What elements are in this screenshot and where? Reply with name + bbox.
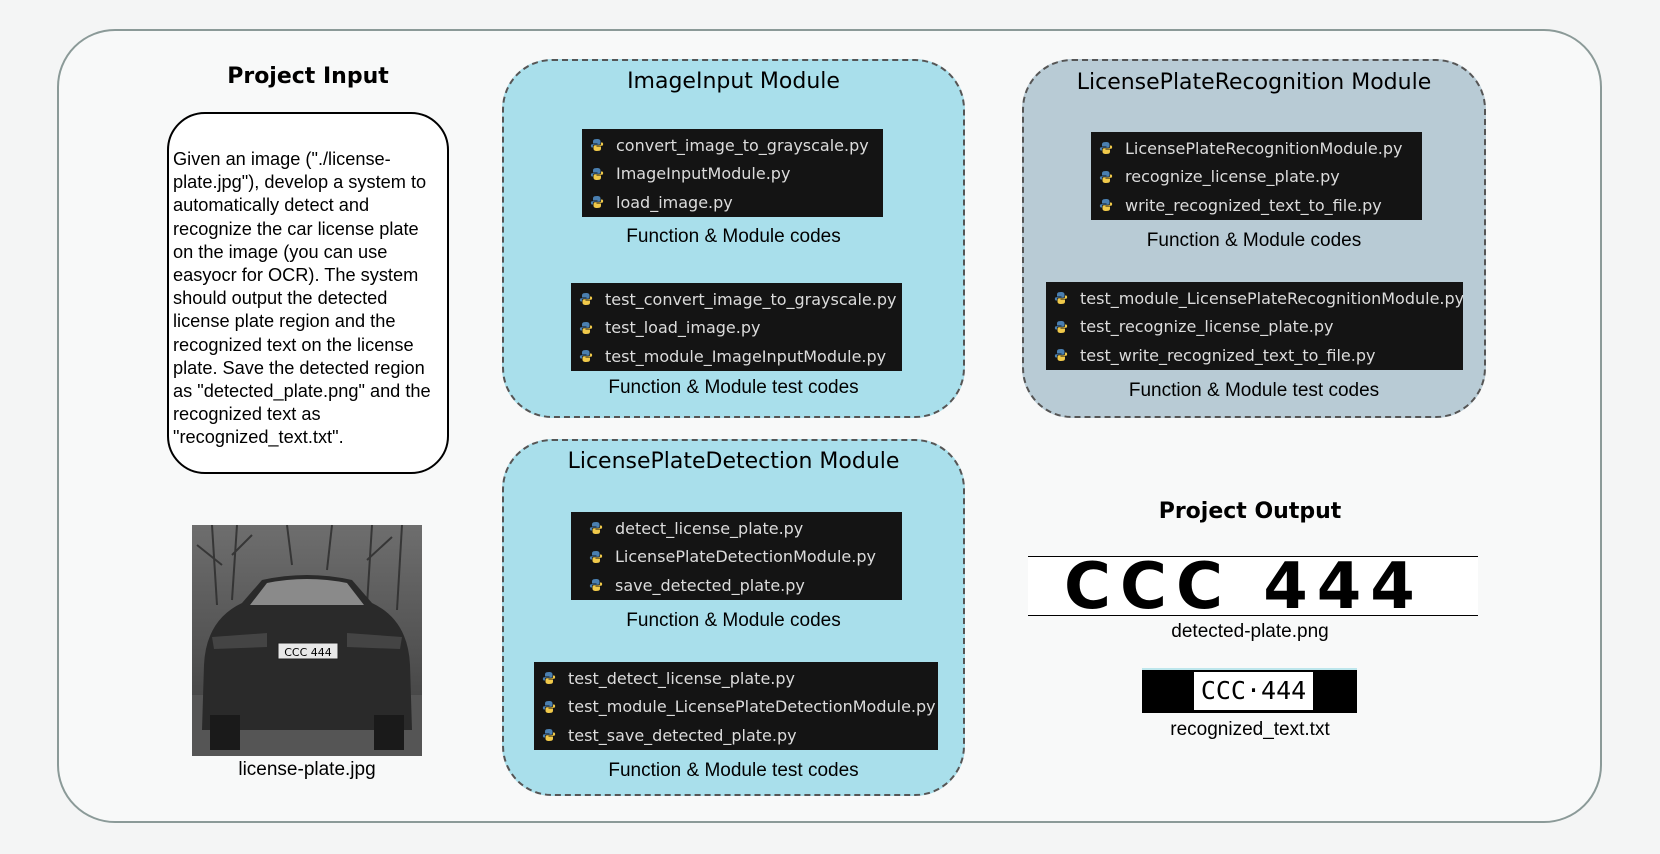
test-caption: Function & Module test codes <box>1128 380 1380 401</box>
file-item[interactable]: test_write_recognized_text_to_file.py <box>1054 341 1455 370</box>
recognition-module-title: LicensePlateRecognition Module <box>1076 70 1432 95</box>
recognized-text-image: CCC·444 <box>1142 668 1357 713</box>
file-name: save_detected_plate.py <box>615 575 805 595</box>
python-file-icon <box>589 522 603 535</box>
detected-plate-image: CCC 444 <box>1028 550 1478 624</box>
file-item[interactable]: test_save_detected_plate.py <box>542 721 930 750</box>
function-caption: Function & Module codes <box>626 226 841 247</box>
file-item[interactable]: test_load_image.py <box>579 314 894 343</box>
python-file-icon <box>579 350 593 363</box>
file-item[interactable]: test_convert_image_to_grayscale.py <box>579 285 897 314</box>
function-caption: Function & Module codes <box>626 610 841 631</box>
recognition-test-files: test_module_LicensePlateRecognitionModul… <box>1046 282 1464 370</box>
file-name: LicensePlateDetectionModule.py <box>615 547 876 567</box>
file-name: test_recognize_license_plate.py <box>1080 317 1334 337</box>
file-item[interactable]: load_image.py <box>590 188 875 217</box>
license-plate-detection-module: LicensePlateDetection Module detect_lice… <box>502 439 965 796</box>
project-input-heading: Project Input <box>227 64 389 89</box>
file-name: test_save_detected_plate.py <box>568 725 797 745</box>
python-file-icon <box>1099 170 1113 183</box>
file-name: test_convert_image_to_grayscale.py <box>605 289 897 309</box>
file-name: test_module_LicensePlateRecognitionModul… <box>1080 288 1465 308</box>
file-name: test_detect_license_plate.py <box>568 668 795 688</box>
file-item[interactable]: test_module_ImageInputModule.py <box>579 342 894 371</box>
project-output-heading: Project Output <box>1158 499 1342 524</box>
file-item[interactable]: convert_image_to_grayscale.py <box>590 131 875 160</box>
python-file-icon <box>579 293 593 306</box>
python-file-icon <box>589 550 603 563</box>
project-description-text: Given an image ("./license-plate.jpg"), … <box>173 149 431 448</box>
python-file-icon <box>1054 292 1068 305</box>
file-name: test_load_image.py <box>605 318 761 338</box>
file-name: ImageInputModule.py <box>616 164 791 184</box>
file-name: test_module_ImageInputModule.py <box>605 346 887 366</box>
car-photo: CCC 444 <box>192 525 422 756</box>
file-name: write_recognized_text_to_file.py <box>1125 195 1382 215</box>
file-item[interactable]: ImageInputModule.py <box>590 160 875 189</box>
python-file-icon <box>542 672 556 685</box>
recognition-function-files: LicensePlateRecognitionModule.py recogni… <box>1091 132 1422 220</box>
file-name: test_write_recognized_text_to_file.py <box>1080 345 1376 365</box>
python-file-icon <box>1054 349 1068 362</box>
file-item[interactable]: write_recognized_text_to_file.py <box>1099 191 1414 220</box>
file-name: LicensePlateRecognitionModule.py <box>1125 138 1403 158</box>
detection-function-files: detect_license_plate.py LicensePlateDete… <box>571 512 902 600</box>
file-item[interactable]: detect_license_plate.py <box>579 514 894 543</box>
project-description-box: Given an image ("./license-plate.jpg"), … <box>167 112 449 474</box>
image-input-test-files: test_convert_image_to_grayscale.py test_… <box>571 283 902 371</box>
image-input-function-files: convert_image_to_grayscale.py ImageInput… <box>582 129 883 217</box>
license-plate-recognition-module: LicensePlateRecognition Module LicensePl… <box>1022 59 1486 418</box>
file-name: test_module_LicensePlateDetectionModule.… <box>568 697 936 717</box>
file-item[interactable]: save_detected_plate.py <box>579 571 894 600</box>
file-item[interactable]: recognize_license_plate.py <box>1099 163 1414 192</box>
detection-module-title: LicensePlateDetection Module <box>567 449 900 474</box>
file-name: detect_license_plate.py <box>615 518 804 538</box>
file-item[interactable]: test_module_LicensePlateDetectionModule.… <box>542 693 936 722</box>
recognized-text-caption: recognized_text.txt <box>1170 719 1330 740</box>
file-item[interactable]: test_module_LicensePlateRecognitionModul… <box>1054 284 1464 313</box>
file-item[interactable]: LicensePlateRecognitionModule.py <box>1099 134 1414 163</box>
detected-plate-text: CCC 444 <box>1064 550 1424 624</box>
python-file-icon <box>542 729 556 742</box>
input-image-caption: license-plate.jpg <box>238 759 376 780</box>
python-file-icon <box>542 700 556 713</box>
python-file-icon <box>1099 142 1113 155</box>
test-caption: Function & Module test codes <box>608 377 859 398</box>
python-file-icon <box>590 167 604 180</box>
file-item[interactable]: test_recognize_license_plate.py <box>1054 313 1455 342</box>
python-file-icon <box>589 579 603 592</box>
detected-plate-caption: detected-plate.png <box>1171 621 1329 642</box>
car-plate-text: CCC 444 <box>284 646 332 659</box>
python-file-icon <box>1054 320 1068 333</box>
file-item[interactable]: test_detect_license_plate.py <box>542 664 930 693</box>
test-caption: Function & Module test codes <box>608 760 859 781</box>
image-input-module-title: ImageInput Module <box>627 69 840 94</box>
file-name: recognize_license_plate.py <box>1125 167 1340 187</box>
file-name: load_image.py <box>616 192 733 212</box>
python-file-icon <box>579 321 593 334</box>
detection-test-files: test_detect_license_plate.py test_module… <box>534 662 938 750</box>
python-file-icon <box>590 196 604 209</box>
recognized-text-value: CCC·444 <box>1194 672 1313 710</box>
file-item[interactable]: LicensePlateDetectionModule.py <box>579 543 894 572</box>
image-input-module: ImageInput Module convert_image_to_grays… <box>502 59 965 418</box>
file-name: convert_image_to_grayscale.py <box>616 135 869 155</box>
python-file-icon <box>590 139 604 152</box>
python-file-icon <box>1099 199 1113 212</box>
function-caption: Function & Module codes <box>1146 230 1362 251</box>
